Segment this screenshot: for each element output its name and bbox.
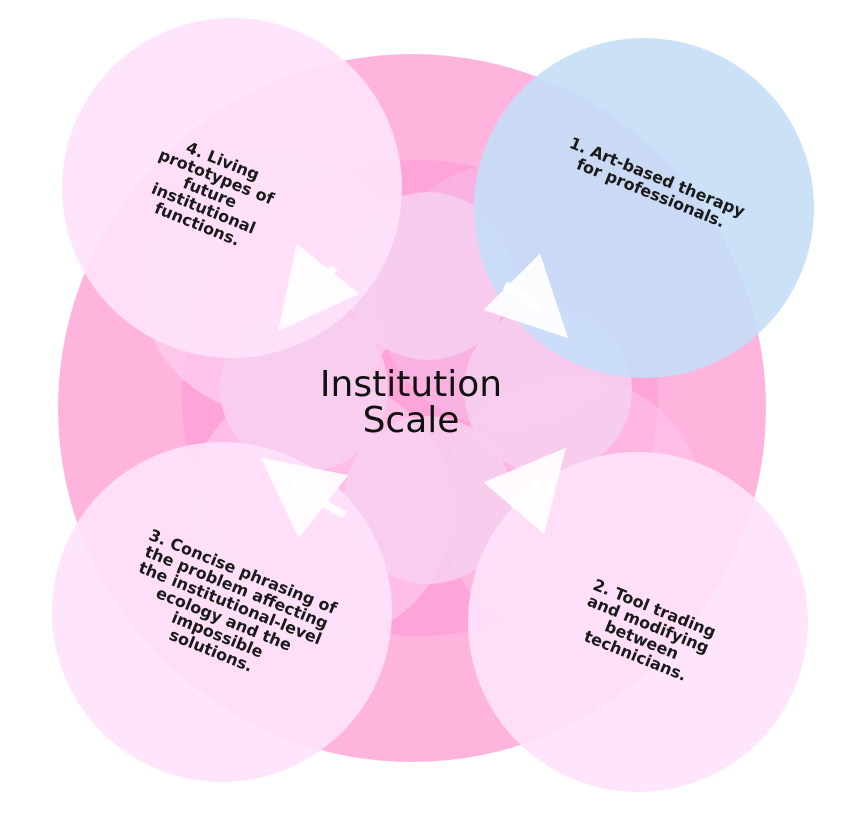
satellite-circle-1	[474, 38, 814, 378]
center-title: Institution Scale	[319, 364, 503, 441]
arrow-to-item-1	[483, 253, 569, 339]
arrow-to-item-4	[278, 243, 360, 332]
center-petal	[344, 416, 512, 584]
arrow-to-item-3	[260, 457, 349, 539]
satellite-circle-2	[468, 452, 808, 792]
arrow-to-item-2	[483, 447, 567, 535]
